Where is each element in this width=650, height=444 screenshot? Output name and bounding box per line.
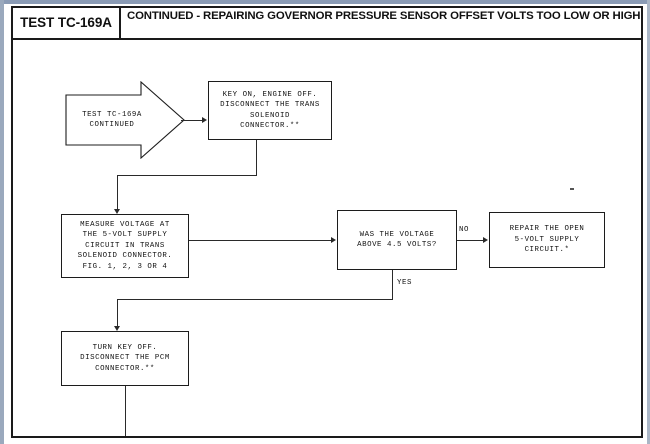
flow-node-key-on[interactable]: KEY ON, ENGINE OFF. DISCONNECT THE TRANS… (208, 81, 332, 140)
edge-decision-yes-arrowhead (113, 326, 120, 331)
edge-decision-yes-seg-down2 (117, 299, 118, 328)
flow-node-repair-open[interactable]: REPAIR THE OPEN 5-VOLT SUPPLY CIRCUIT.* (489, 212, 605, 268)
edge-start-to-keyon-line (181, 120, 203, 121)
flow-node-measure-voltage-label: MEASURE VOLTAGE AT THE 5-VOLT SUPPLY CIR… (77, 220, 173, 271)
edge-start-to-keyon-arrowhead (202, 116, 207, 123)
flow-node-decision-voltage[interactable]: WAS THE VOLTAGE ABOVE 4.5 VOLTS? (337, 210, 457, 270)
document-frame (11, 6, 643, 438)
flow-node-turn-key-off[interactable]: TURN KEY OFF. DISCONNECT THE PCM CONNECT… (61, 331, 189, 386)
edge-turnkeyoff-continues-line (125, 386, 126, 436)
scan-speck (570, 188, 574, 190)
edge-decision-yes-seg-down (392, 270, 393, 300)
edge-decision-no-line (457, 240, 485, 241)
flow-node-measure-voltage[interactable]: MEASURE VOLTAGE AT THE 5-VOLT SUPPLY CIR… (61, 214, 189, 278)
scan-edge-left (0, 0, 4, 444)
edge-keyon-to-measure-seg-down2 (117, 175, 118, 211)
edge-keyon-to-measure-seg-down (256, 140, 257, 176)
edge-keyon-to-measure-seg-left (117, 175, 257, 176)
edge-label-yes: YES (397, 279, 412, 287)
edge-decision-no-arrowhead (483, 236, 488, 243)
header-row: TEST TC-169A CONTINUED - REPAIRING GOVER… (13, 8, 641, 40)
header-title: CONTINUED - REPAIRING GOVERNOR PRESSURE … (127, 10, 641, 22)
flow-node-start-label: TEST TC-169A CONTINUED (82, 110, 142, 129)
flow-node-decision-voltage-label: WAS THE VOLTAGE ABOVE 4.5 VOLTS? (357, 230, 437, 249)
flow-node-repair-open-label: REPAIR THE OPEN 5-VOLT SUPPLY CIRCUIT.* (509, 225, 585, 255)
edge-measure-to-decision-arrowhead (331, 236, 336, 243)
flow-node-turn-key-off-label: TURN KEY OFF. DISCONNECT THE PCM CONNECT… (80, 343, 170, 373)
edge-measure-to-decision-line (189, 240, 333, 241)
flow-node-start[interactable]: TEST TC-169A CONTINUED (65, 81, 185, 159)
edge-decision-yes-seg-left (117, 299, 393, 300)
header-test-code: TEST TC-169A (13, 8, 121, 38)
edge-keyon-to-measure-arrowhead (113, 209, 120, 214)
edge-label-no: NO (459, 226, 469, 234)
flow-node-key-on-label: KEY ON, ENGINE OFF. DISCONNECT THE TRANS… (220, 90, 320, 130)
scan-edge-top (0, 0, 650, 4)
block-arrow-shape (65, 81, 185, 159)
flowchart-canvas: TEST TC-169A CONTINUED KEY ON, ENGINE OF… (13, 42, 641, 436)
scan-edge-right (647, 0, 650, 444)
